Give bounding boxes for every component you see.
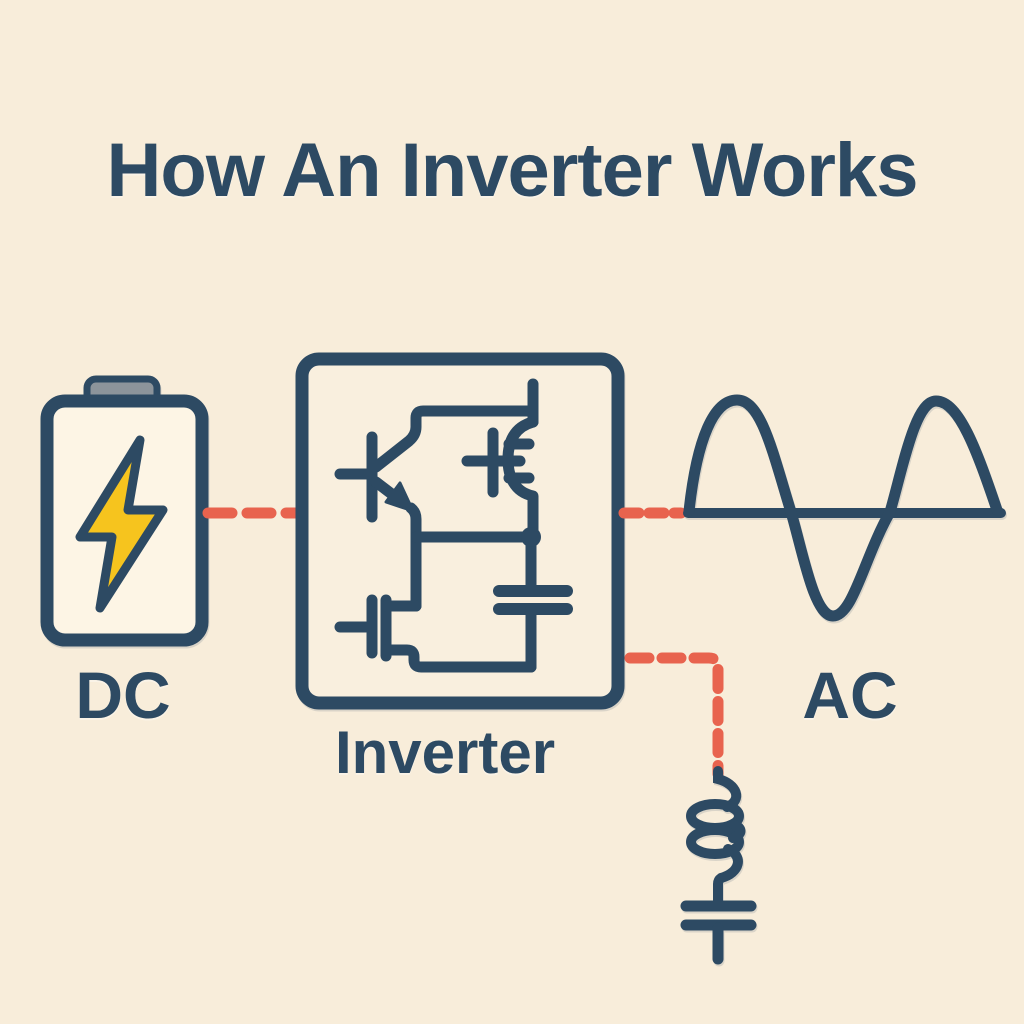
inductor-link: [728, 819, 746, 843]
dc-label: DC: [75, 658, 171, 732]
battery-lightning-icon: [40, 375, 209, 647]
emitter-drop: [405, 502, 422, 612]
inverter-label: Inverter: [334, 719, 556, 786]
inverter-internal-circuit: [334, 378, 573, 673]
inductor-loop-2: [686, 825, 744, 859]
emitter-arrowhead-icon: [384, 481, 415, 513]
lightning-bolt-icon: [75, 435, 168, 613]
sine-wave-icon: [683, 394, 1006, 622]
inductor-icon: [686, 766, 746, 911]
junction-dot: [521, 527, 541, 547]
lc-filter: [680, 766, 757, 965]
ac-label: AC: [802, 658, 898, 732]
sine-curve: [683, 394, 1003, 622]
mosfet-source-bottom-rail: [380, 644, 537, 673]
inductor-exit: [713, 844, 743, 911]
capacitor-icon: [680, 900, 757, 965]
inverter-circuit-icon: [295, 352, 625, 710]
page-title: How An Inverter Works: [106, 127, 919, 213]
inverter-to-filter-connector: [624, 652, 724, 780]
top-rail: [370, 405, 539, 473]
